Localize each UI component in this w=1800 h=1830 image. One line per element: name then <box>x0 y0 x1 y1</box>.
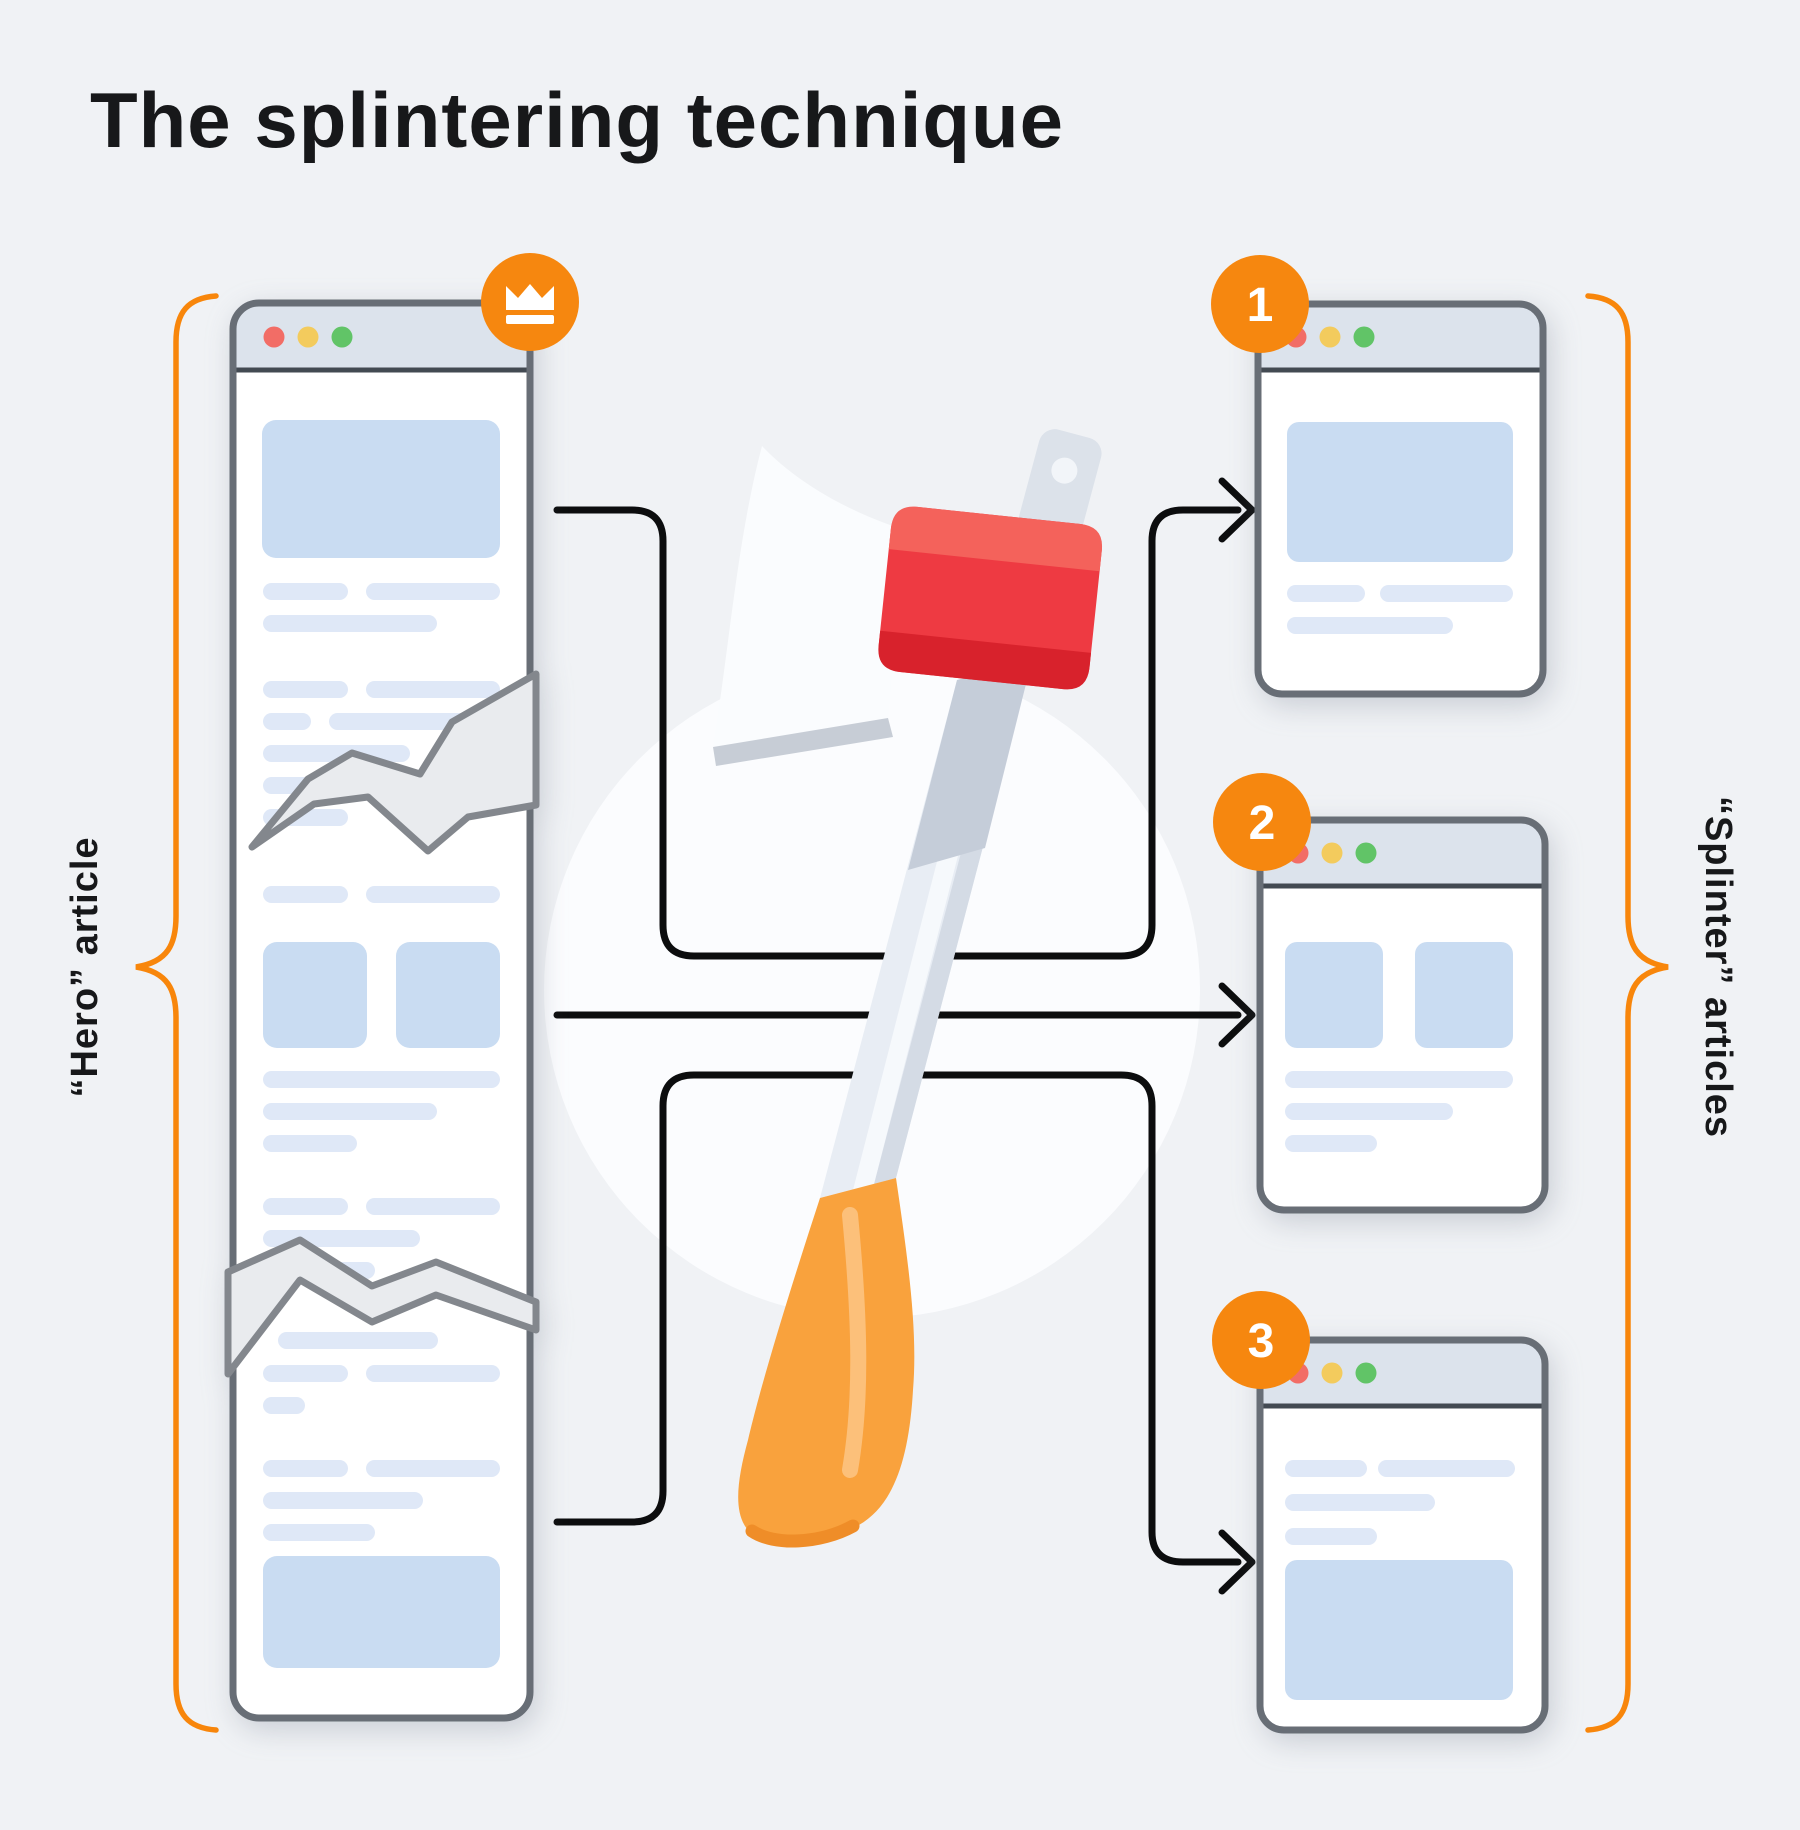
expand-icon <box>1355 842 1377 864</box>
minimize-icon <box>1321 842 1343 864</box>
minimize-icon <box>1319 326 1341 348</box>
hero-traffic-lights <box>263 326 353 348</box>
axe-blade <box>713 446 905 747</box>
arrowhead-2-icon <box>1218 982 1256 1048</box>
splinter-1-content-placeholders <box>1287 422 1513 634</box>
arrowhead-1-icon <box>1218 477 1256 543</box>
splinter-bracket <box>1585 293 1669 1733</box>
hero-crown-badge <box>481 253 579 351</box>
expand-icon <box>1355 1362 1377 1384</box>
axe-grip-highlight <box>842 1207 867 1478</box>
splinter-1-badge: 1 <box>1211 255 1309 353</box>
hero-window-body <box>233 303 530 1718</box>
hero-window-titlebar <box>233 303 530 370</box>
background-highlight-circle <box>544 662 1200 1318</box>
splinter-3-badge: 3 <box>1212 1291 1310 1389</box>
arrowhead-3-icon <box>1218 1529 1256 1595</box>
splinter-3-traffic-lights <box>1287 1362 1377 1384</box>
minimize-icon <box>1321 1362 1343 1384</box>
splinter-3-content-placeholders <box>1285 1460 1515 1700</box>
axe-grip <box>738 1178 915 1544</box>
axe-illustration <box>713 429 1103 1548</box>
splinter-3-number: 3 <box>1248 1315 1275 1368</box>
hero-article-window <box>224 299 540 1722</box>
minimize-icon <box>297 326 319 348</box>
hero-label: “Hero” article <box>64 836 106 1097</box>
splinter-window-1 <box>1254 300 1547 698</box>
expand-icon <box>331 326 353 348</box>
crown-icon <box>506 284 554 324</box>
splinter-window-2 <box>1256 816 1549 1214</box>
page-title: The splintering technique <box>90 76 1064 164</box>
splinter-2-number: 2 <box>1249 797 1276 850</box>
splinter-2-badge: 2 <box>1213 773 1311 871</box>
hero-bracket <box>135 293 219 1733</box>
splinter-window-3 <box>1256 1336 1549 1734</box>
tear-top <box>248 670 540 855</box>
axe-head <box>878 506 1103 690</box>
axe-handle-shadow-under-head <box>908 660 1032 870</box>
axe-handle-top-tab <box>1018 429 1102 545</box>
splinter-1-number: 1 <box>1247 279 1274 332</box>
axe-blade-underside <box>713 718 893 766</box>
tear-bottom <box>224 1236 540 1378</box>
splinter-2-content-placeholders <box>1285 942 1513 1152</box>
close-icon <box>263 326 285 348</box>
axe-grip-shadow <box>745 1519 860 1548</box>
splinter-label: “Splinter” articles <box>1697 796 1739 1138</box>
hero-content-placeholders <box>262 420 500 1668</box>
expand-icon <box>1353 326 1375 348</box>
hero-window-border <box>229 299 534 1722</box>
